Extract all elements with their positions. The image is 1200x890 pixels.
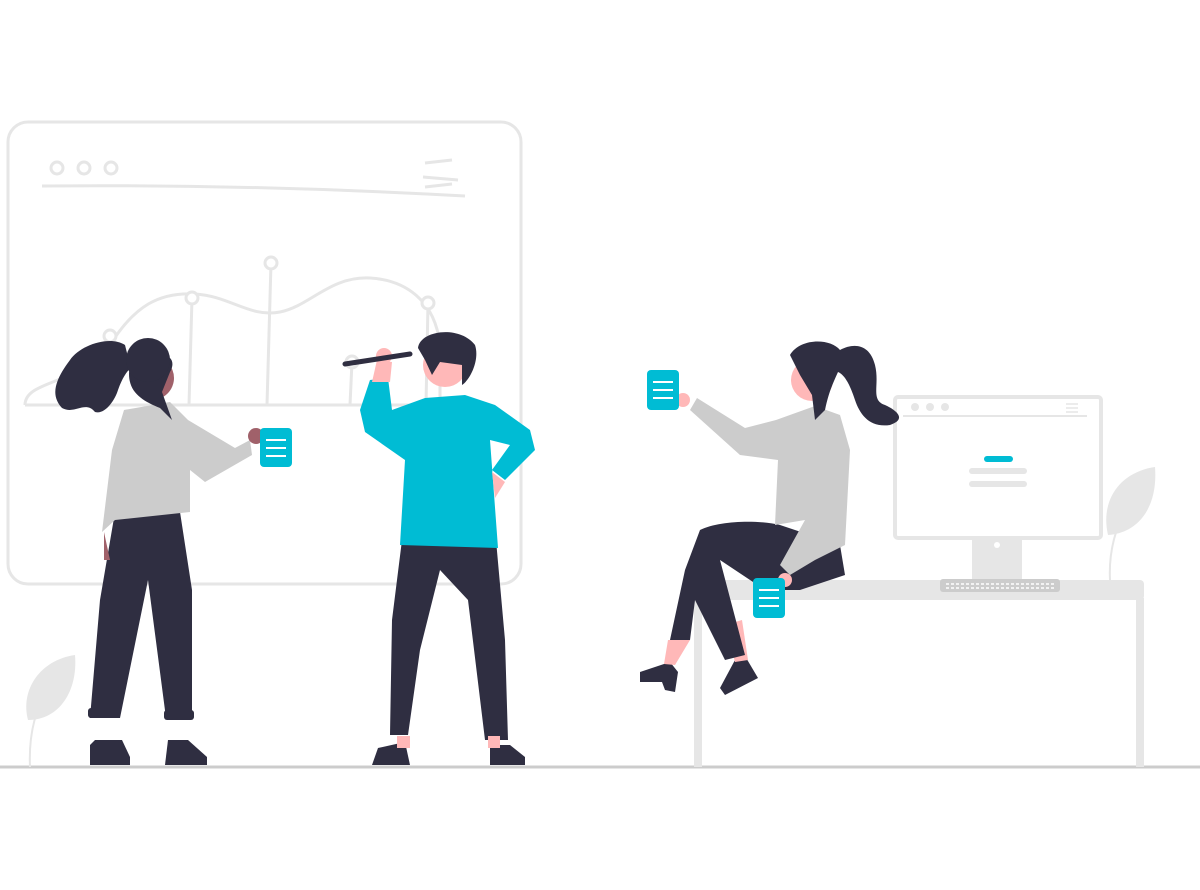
- browser-window-icon: [6, 120, 523, 586]
- plant-icon: [26, 655, 76, 768]
- person-woman-sitting: [640, 341, 900, 695]
- person-man-standing: [342, 332, 535, 765]
- person-woman-standing: [55, 338, 264, 765]
- plant-icon: [1106, 467, 1156, 581]
- keyboard-icon: [940, 579, 1060, 592]
- desktop-monitor-icon: [893, 395, 1103, 582]
